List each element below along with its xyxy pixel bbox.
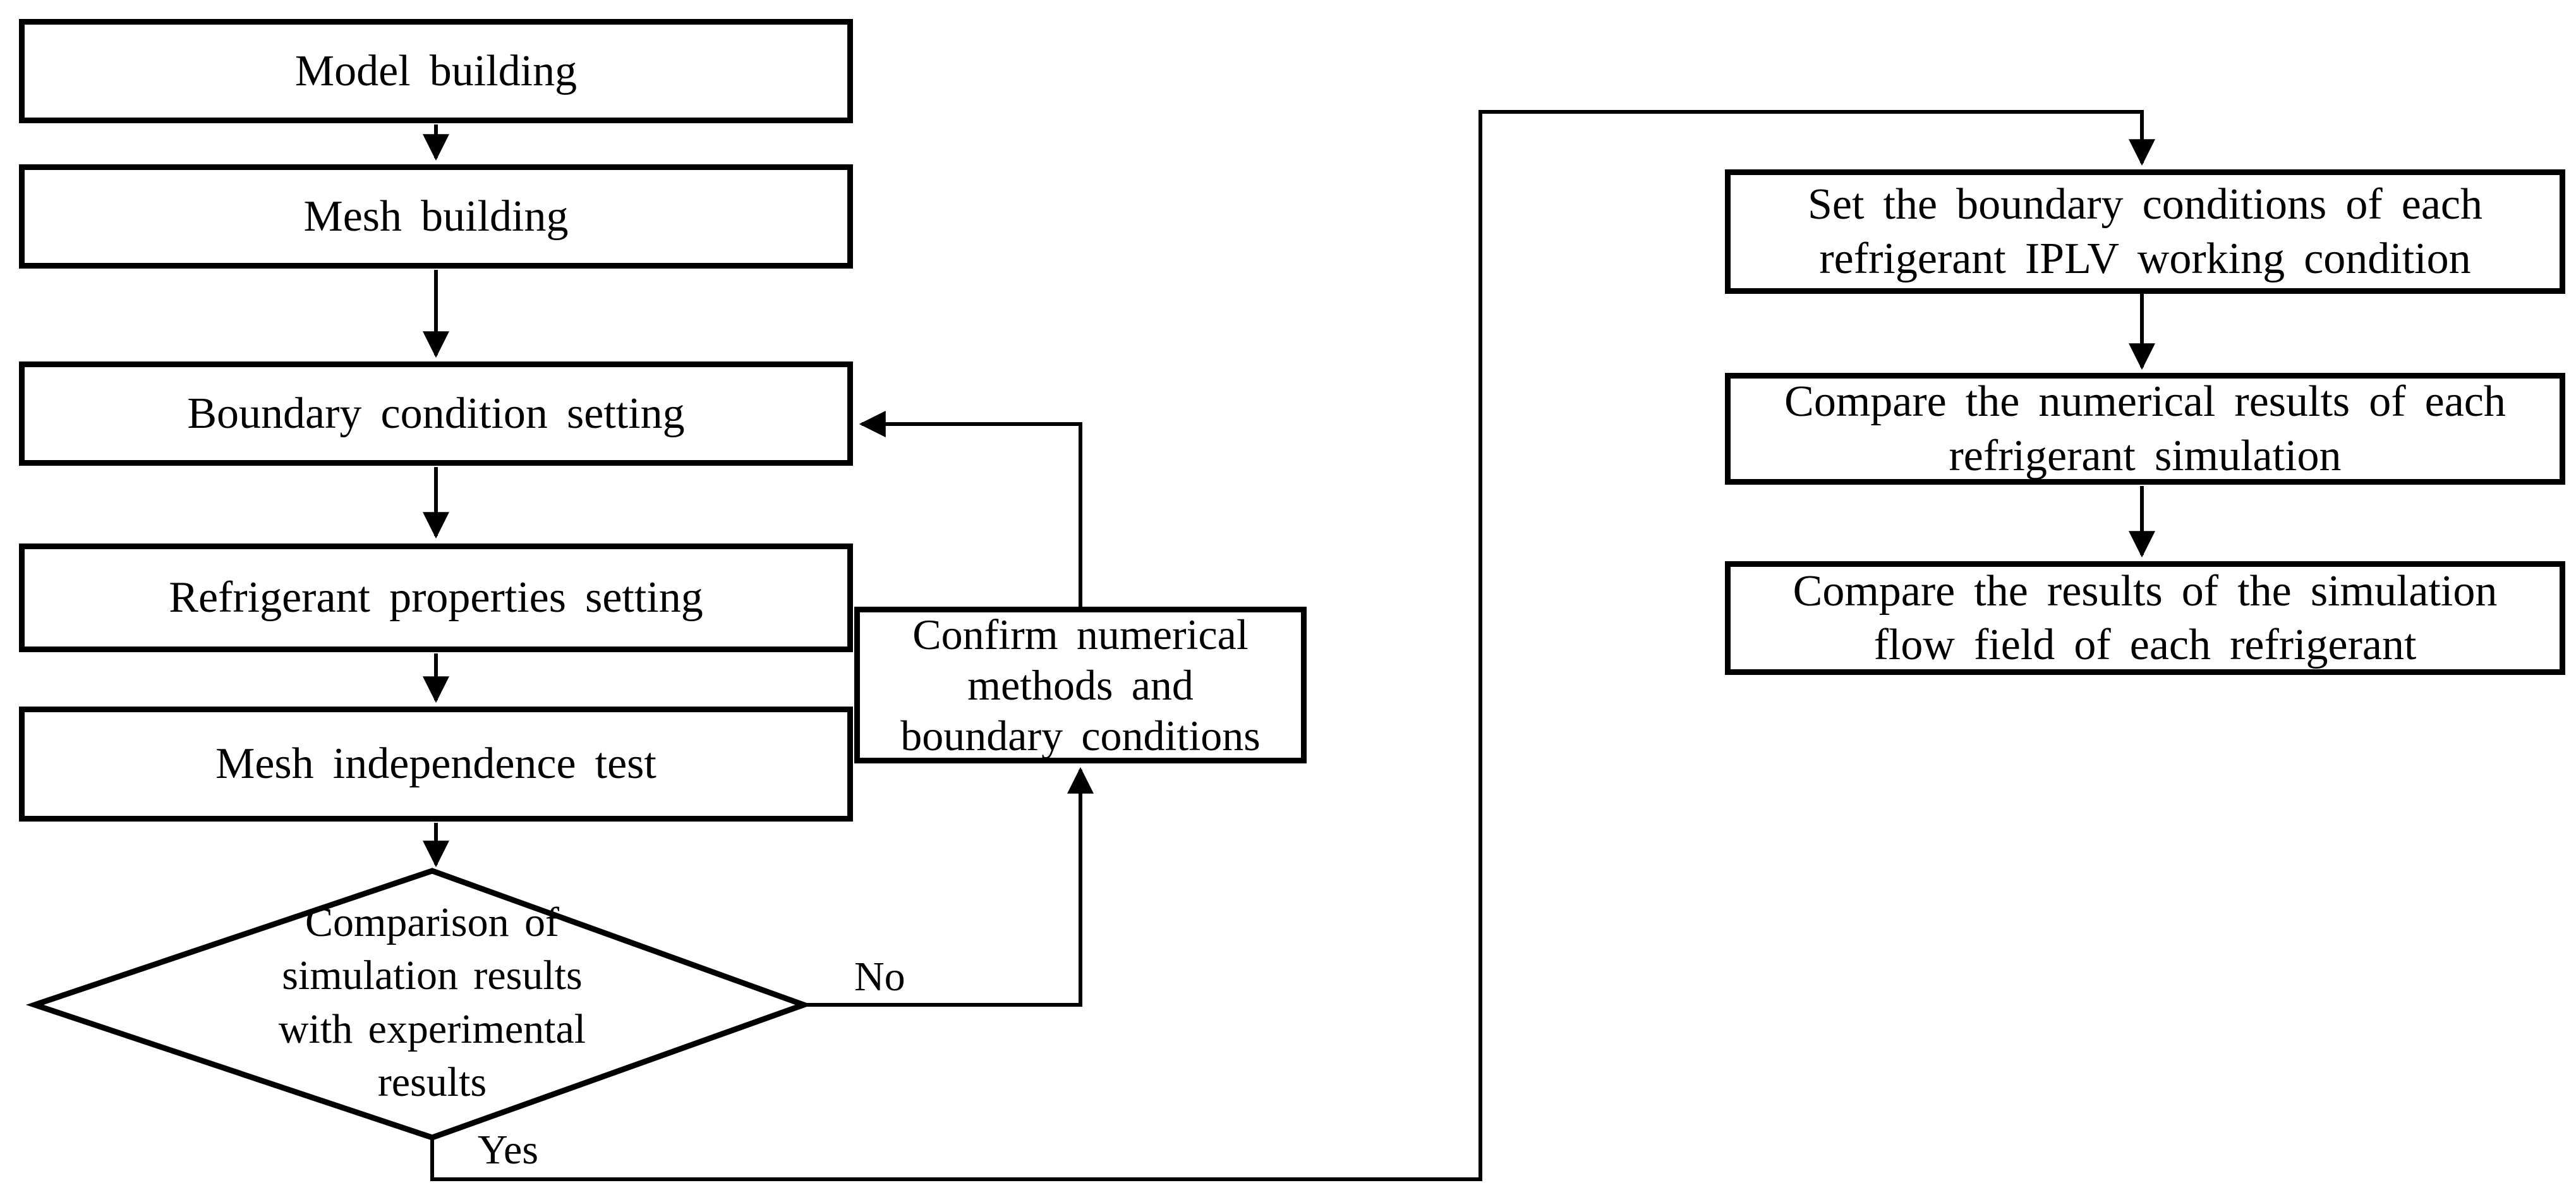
arrow-no-decision-to-confirm [805, 767, 1094, 1007]
node-confirm-numerical-methods: Confirm numerical methods and boundary c… [854, 607, 1307, 763]
decision-line: simulation results [282, 952, 583, 999]
node-mesh-building: Mesh building [19, 164, 853, 269]
loop-box-line: methods and [967, 660, 1194, 709]
node-label: Boundary condition setting [187, 389, 685, 438]
node-set-boundary-conditions-iplv: Set the boundary conditions of each refr… [1725, 169, 2565, 294]
decision-line: Comparison of [305, 899, 560, 945]
edge-label-yes: Yes [478, 1127, 539, 1173]
decision-diamond-shape [25, 868, 813, 1141]
node-label: Mesh independence test [215, 739, 656, 789]
node-compare-numerical-results: Compare the numerical results of each re… [1725, 373, 2565, 485]
node-label: Set the boundary conditions of each refr… [1807, 180, 2483, 283]
node-label: Compare the results of the simulation fl… [1793, 566, 2498, 669]
node-decision-comparison: Comparison of simulation results with ex… [230, 896, 634, 1110]
edge-label-no: No [854, 954, 905, 1000]
node-model-building: Model building [19, 19, 853, 123]
decision-line: results [377, 1059, 487, 1106]
node-label: Model building [294, 46, 577, 95]
arrow-yes-decision-to-set-boundary [430, 110, 2155, 1181]
node-mesh-independence-test: Mesh independence test [19, 707, 853, 822]
node-compare-flow-field-results: Compare the results of the simulation fl… [1725, 561, 2565, 675]
decision-line: with experimental [278, 1005, 586, 1052]
node-label: Refrigerant properties setting [169, 573, 703, 622]
node-label: Mesh building [303, 191, 569, 241]
node-label: Compare the numerical results of each re… [1784, 377, 2506, 480]
loop-box-line: Confirm numerical [912, 610, 1249, 659]
loop-box-line: boundary conditions [900, 712, 1261, 760]
node-refrigerant-properties-setting: Refrigerant properties setting [19, 543, 853, 652]
node-boundary-condition-setting: Boundary condition setting [19, 361, 853, 466]
arrow-confirm-to-boundary [859, 411, 1082, 607]
